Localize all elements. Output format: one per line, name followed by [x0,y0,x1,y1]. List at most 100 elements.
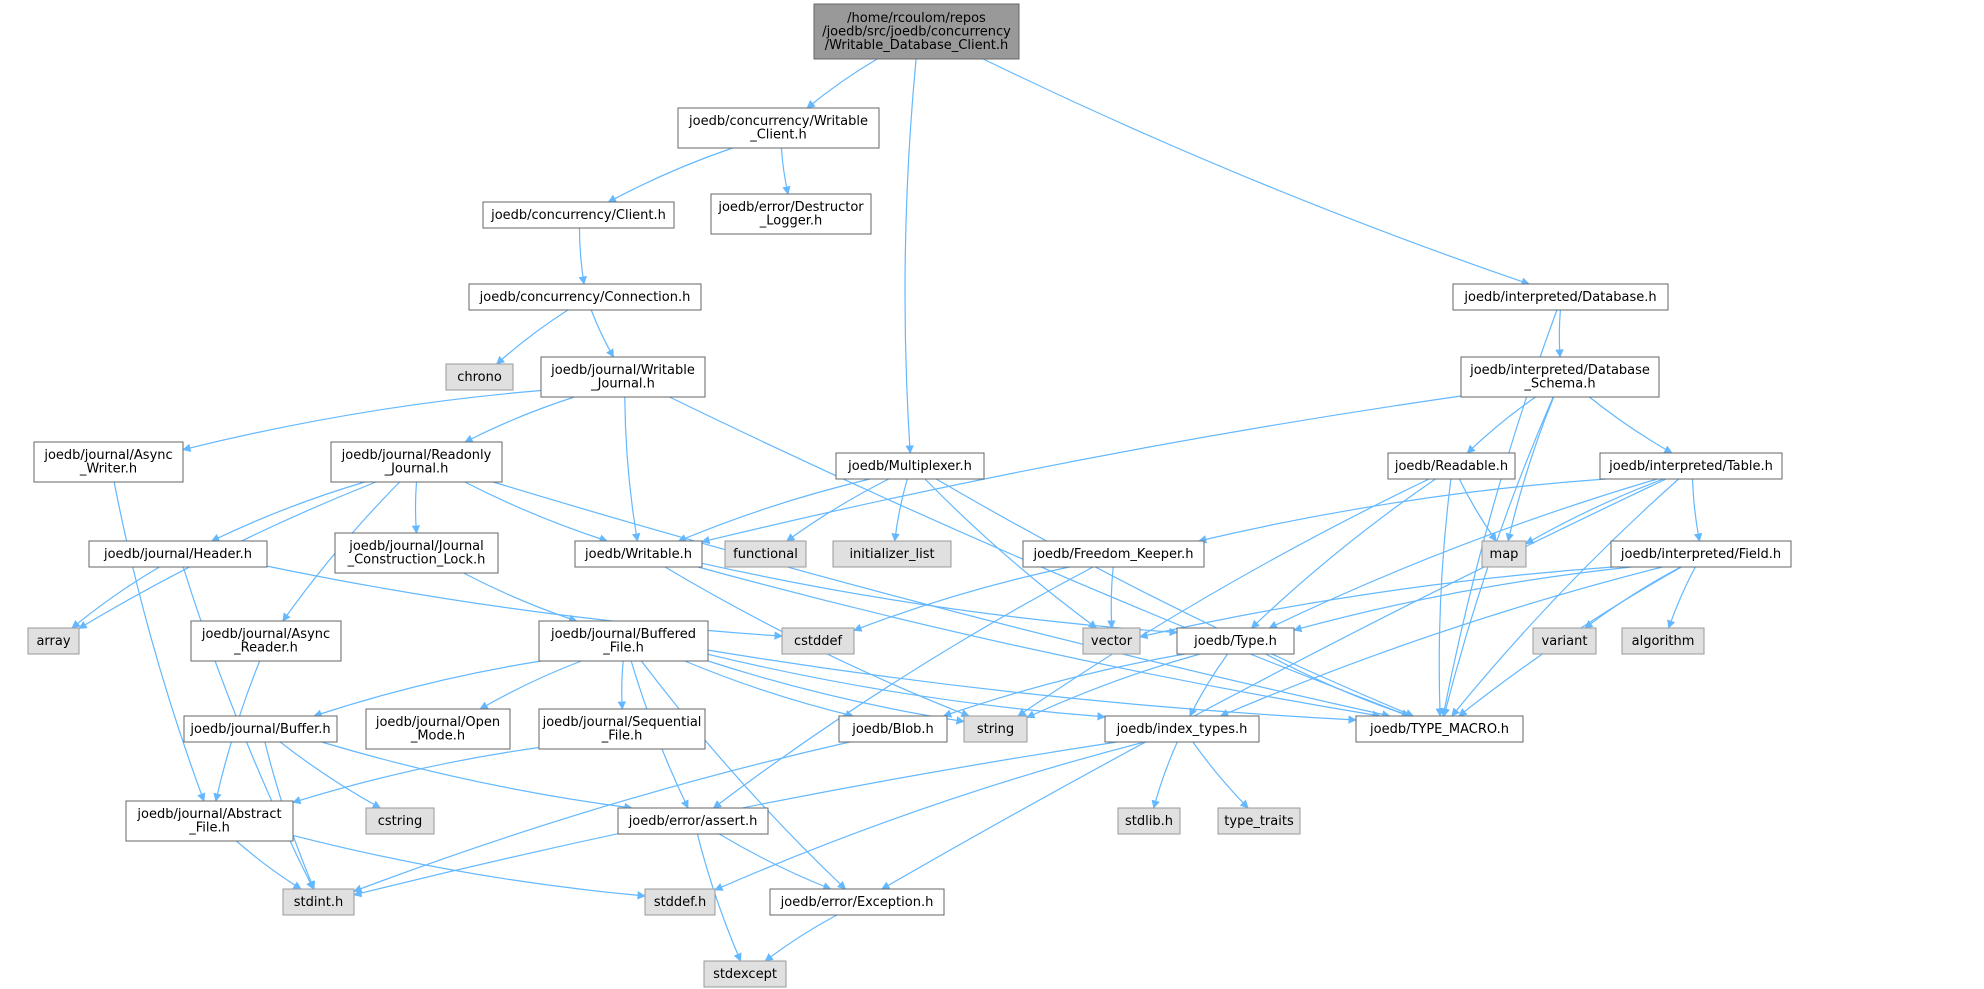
node-label: /Writable_Database_Client.h [825,38,1009,53]
node-label: stdint.h [294,895,343,910]
edge-ischema-to-itable [1589,396,1673,454]
edge-ischema-to-writable [701,395,1462,545]
node-typetraits[interactable]: type_traits [1217,807,1301,835]
edge-ifield-to-algorithm [1667,566,1696,629]
node-label: _File.h [601,729,643,744]
node-box [540,356,706,398]
node-box [190,620,342,662]
node-label: joedb/Multiplexer.h [847,459,972,474]
node-label: joedb/interpreted/Table.h [1608,459,1773,474]
edge-type-to-string [1026,653,1201,719]
node-cstddef[interactable]: cstddef [781,627,855,655]
node-label: joedb/concurrency/Connection.h [479,290,691,305]
node-itable[interactable]: joedb/interpreted/Table.h [1599,452,1783,480]
node-destructor[interactable]: joedb/error/Destructor_Logger.h [710,193,872,235]
node-header[interactable]: joedb/journal/Header.h [88,540,268,568]
node-label: cstring [378,814,422,829]
node-label: stddef.h [654,895,706,910]
node-buffer[interactable]: joedb/journal/Buffer.h [183,715,338,743]
edge-connection-to-wjournal [590,309,615,358]
node-abstractfile[interactable]: joedb/journal/Abstract_File.h [125,800,294,842]
node-connection[interactable]: joedb/concurrency/Connection.h [468,283,702,311]
node-buffered[interactable]: joedb/journal/Buffered_File.h [538,620,709,662]
node-box [1532,627,1597,655]
node-idatabase[interactable]: joedb/interpreted/Database.h [1452,283,1669,311]
node-label: chrono [457,370,502,385]
node-label: _Logger.h [759,214,823,229]
node-stdlib[interactable]: stdlib.h [1117,807,1181,835]
edge-ischema-to-readable [1466,396,1536,454]
node-client[interactable]: joedb/concurrency/Client.h [482,201,675,229]
edge-rojournal-to-writable [464,481,608,543]
node-label: _File.h [602,641,644,656]
node-writable[interactable]: joedb/Writable.h [574,540,703,568]
edge-buffered-to-indextypes [707,653,1106,721]
edge-ifield-to-type [1293,566,1632,633]
node-stddef[interactable]: stddef.h [644,888,716,916]
node-seqfile[interactable]: joedb/journal/Sequential_File.h [538,708,706,750]
node-stdint[interactable]: stdint.h [282,888,355,916]
node-asyncreader[interactable]: joedb/journal/Async_Reader.h [190,620,342,662]
node-wjournal[interactable]: joedb/journal/Writable_Journal.h [540,356,706,398]
edge-idatabase-to-ischema [1555,309,1564,358]
edge-readable-to-typemacro [1435,478,1452,717]
node-cstring[interactable]: cstring [365,807,435,835]
node-wclient[interactable]: joedb/concurrency/Writable_Client.h [677,107,880,149]
edge-assert-to-stdexcept [696,833,742,962]
nodes-layer: /home/rcoulom/repos/joedb/src/joedb/conc… [27,3,1792,988]
node-vector[interactable]: vector [1082,627,1141,655]
node-label: joedb/interpreted/Field.h [1620,547,1781,562]
node-asyncwriter[interactable]: joedb/journal/Async_Writer.h [33,441,184,483]
node-box [1621,627,1705,655]
node-ifield[interactable]: joedb/interpreted/Field.h [1610,540,1792,568]
node-box [1104,715,1260,743]
edge-abstractfile-to-stddef [292,834,646,900]
node-root[interactable]: /home/rcoulom/repos/joedb/src/joedb/conc… [813,3,1020,60]
node-box [445,363,514,391]
node-box [365,807,435,835]
node-box [703,960,787,988]
edge-wclient-to-destructor [780,147,791,195]
node-label: joedb/journal/Async [43,448,172,463]
node-assert[interactable]: joedb/error/assert.h [617,807,769,835]
node-initlist[interactable]: initializer_list [832,540,952,568]
edge-assert-to-exception [718,833,832,891]
edge-itable-to-typemacro [1451,478,1679,717]
node-stdexcept[interactable]: stdexcept [703,960,787,988]
node-readable[interactable]: joedb/Readable.h [1387,452,1516,480]
node-string[interactable]: string [963,715,1028,743]
node-label: joedb/journal/Journal [348,539,484,554]
node-algorithm[interactable]: algorithm [1621,627,1705,655]
node-jclock[interactable]: joedb/journal/Journal_Construction_Lock.… [334,532,499,574]
node-freedom[interactable]: joedb/Freedom_Keeper.h [1022,540,1205,568]
edge-indextypes-to-typetraits [1192,741,1249,809]
node-rojournal[interactable]: joedb/journal/Readonly_Journal.h [330,441,503,483]
edge-buffered-to-buffer [313,660,542,718]
edge-buffered-to-exception [640,660,847,890]
node-type[interactable]: joedb/Type.h [1176,627,1295,655]
node-box [125,800,294,842]
node-label: _File.h [188,821,230,836]
edge-blob-to-stdint [353,741,850,893]
node-typemacro[interactable]: joedb/TYPE_MACRO.h [1355,715,1524,743]
node-functional[interactable]: functional [724,540,807,568]
node-openmode[interactable]: joedb/journal/Open_Mode.h [365,708,511,750]
node-map[interactable]: map [1481,540,1527,568]
node-ischema[interactable]: joedb/interpreted/Database_Schema.h [1460,356,1660,398]
node-label: joedb/Readable.h [1394,459,1508,474]
node-label: joedb/journal/Readonly [341,448,492,463]
node-array[interactable]: array [27,627,80,655]
edge-type-to-typemacro [1265,653,1411,718]
node-box [538,708,706,750]
node-label: /home/rcoulom/repos [847,11,986,26]
node-label: _Journal.h [590,377,655,392]
node-multiplexer[interactable]: joedb/Multiplexer.h [835,452,985,480]
node-variant[interactable]: variant [1532,627,1597,655]
node-chrono[interactable]: chrono [445,363,514,391]
node-indextypes[interactable]: joedb/index_types.h [1104,715,1260,743]
node-exception[interactable]: joedb/error/Exception.h [769,888,945,916]
node-box [365,708,511,750]
node-blob[interactable]: joedb/Blob.h [838,715,948,743]
edge-type-to-indextypes [1189,653,1229,717]
